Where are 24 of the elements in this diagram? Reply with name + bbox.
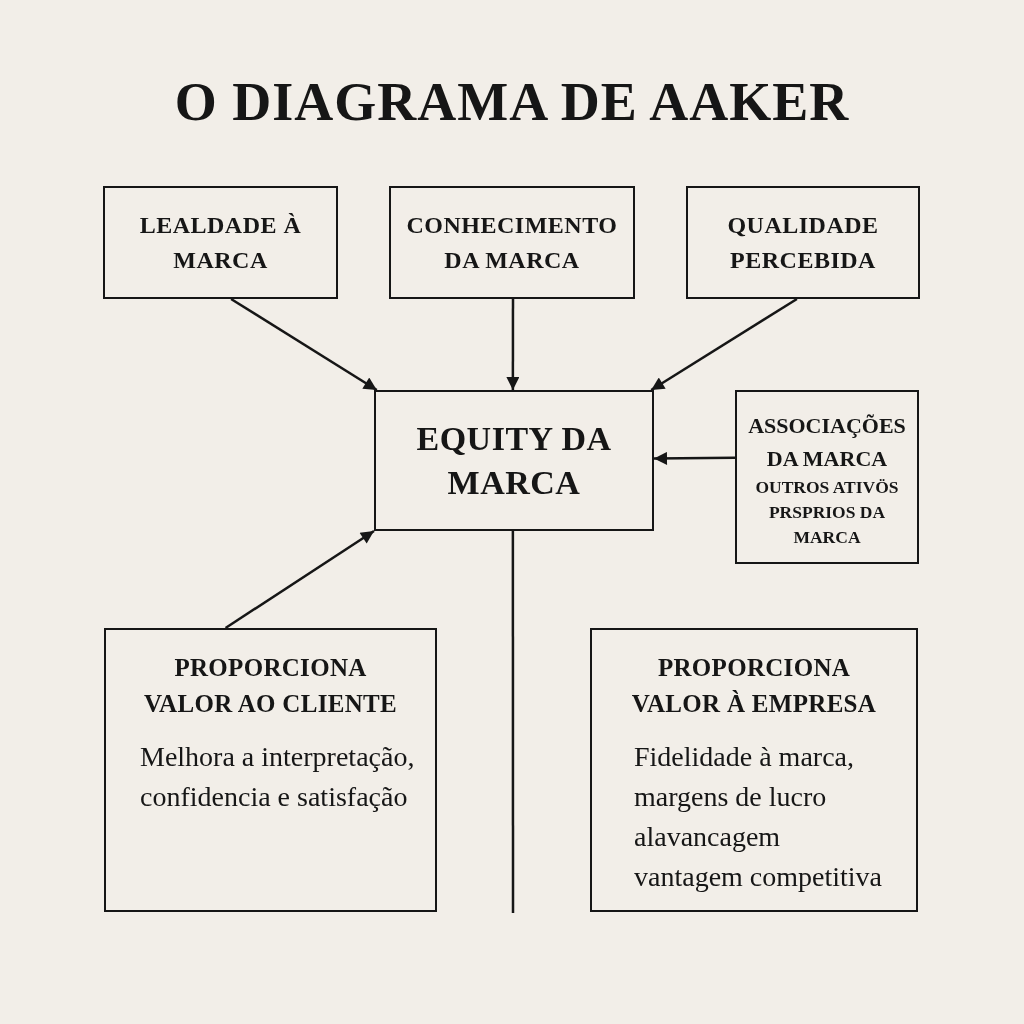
box-label: CONHECIMENTO DA MARCA [405, 210, 619, 275]
box-text: Melhora a interpretação, confidencia e satisfação [140, 740, 416, 814]
concept-box [103, 186, 338, 299]
box-text: Fidelidade à marca, margens de lucro alavancagem vantagem competitiva [634, 740, 884, 894]
concept-box [686, 186, 920, 299]
concept-box [590, 628, 918, 912]
arrow [650, 297, 798, 392]
box-heading: ASSOCIAÇÕES DA MARCA [747, 411, 907, 473]
box-heading: PROPORCIONA VALOR À EMPRESA [630, 653, 878, 719]
box-label: QUALIDADE PERCEBIDA [726, 210, 880, 275]
arrow [224, 529, 375, 630]
box-note: OUTROS ATIVÖS PRSPRIOS DA MARCA [754, 475, 900, 549]
concept-box [389, 186, 635, 299]
box-heading: PROPORCIONA VALOR AO CLIENTE [143, 653, 398, 719]
box-label: LEALDADE À MARCA [138, 210, 303, 275]
arrow [230, 297, 378, 392]
box-label: EQUITY DA MARCA [415, 418, 613, 503]
concept-box [104, 628, 437, 912]
diagram-title: O DIAGRAMA DE AAKER [174, 71, 850, 134]
connector-line [511, 531, 515, 913]
concept-box [735, 390, 919, 564]
concept-box [374, 390, 654, 531]
arrow [506, 299, 520, 390]
arrow [654, 451, 735, 465]
